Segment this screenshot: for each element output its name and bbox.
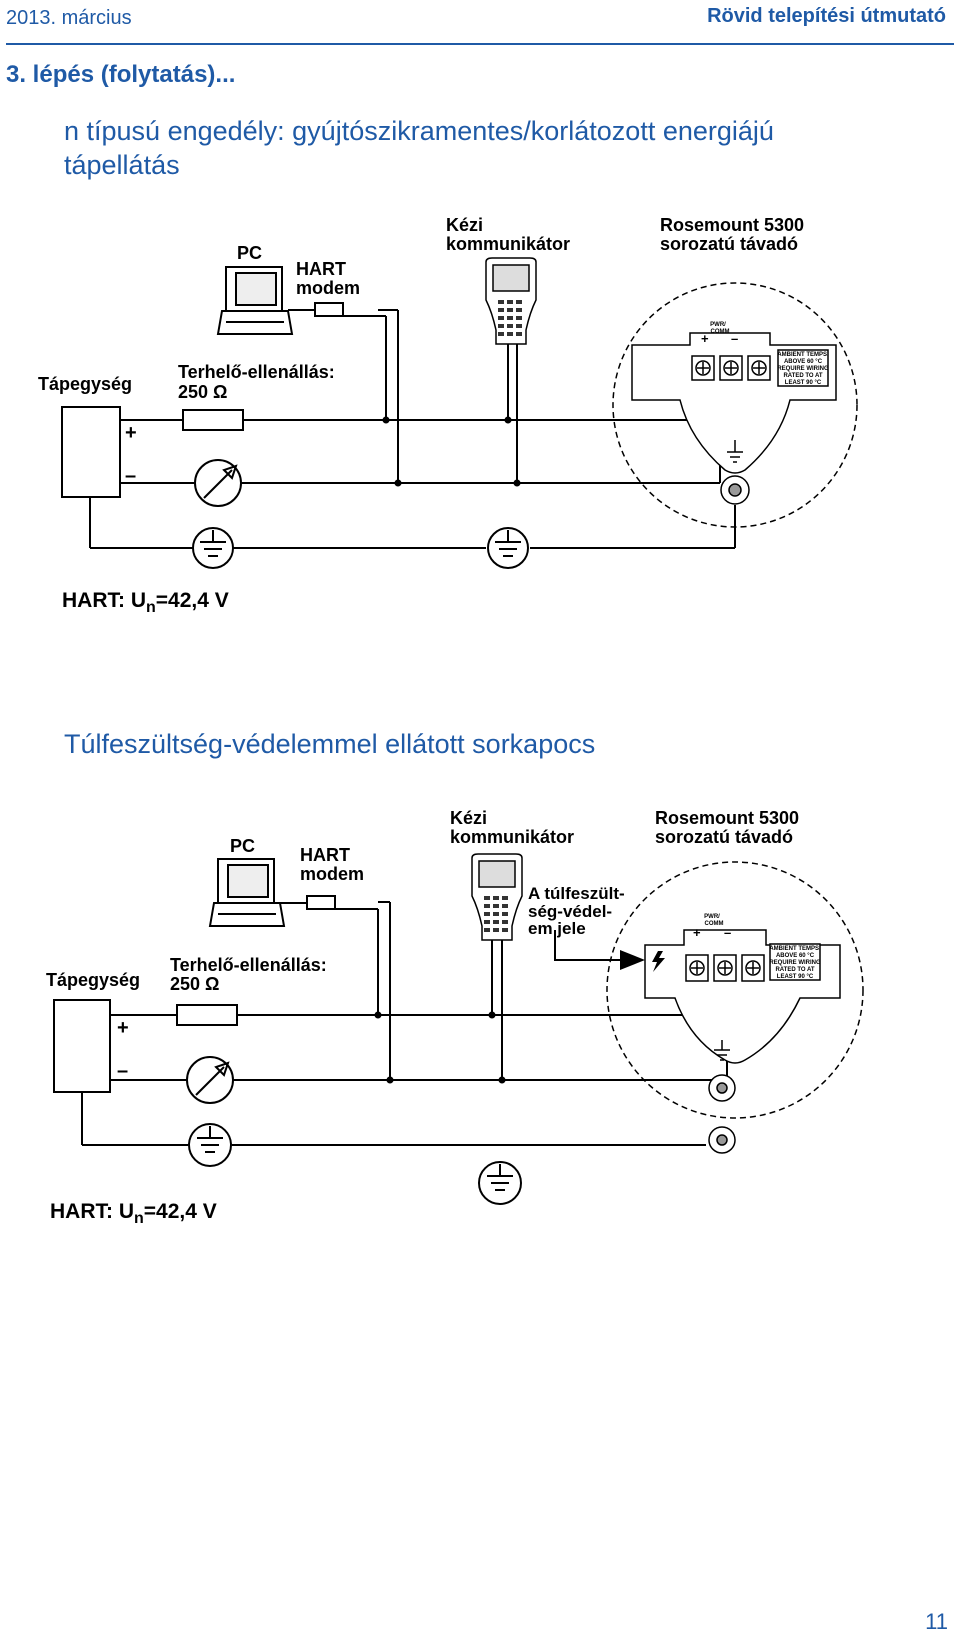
surge-label: A túlfeszült- (528, 884, 625, 903)
plus-terminal: + (125, 422, 137, 444)
warning-text: LEAST 90 °C (785, 380, 822, 386)
header-rule (6, 43, 954, 45)
plus-terminal: + (117, 1017, 129, 1039)
ground-icon (487, 527, 529, 569)
page-number: 11 (925, 1609, 948, 1634)
laptop-icon (216, 266, 294, 335)
communicator-label: Kézi (450, 808, 488, 828)
resistor-value: 250 Ω (178, 382, 228, 402)
pwr-label: PWR/ (704, 914, 720, 920)
warning-text: AMBIENT TEMPS. (769, 946, 821, 952)
transmitter-label-2: sorozatú távadó (660, 234, 799, 254)
ground-icon (188, 1123, 232, 1167)
power-supply-label: Tápegység (38, 374, 133, 394)
header-doc-title: Rövid telepítési útmutató (707, 5, 946, 27)
step-title: 3. lépés (folytatás)... (6, 61, 236, 88)
resistor-icon (182, 409, 244, 431)
power-supply-box (61, 406, 121, 498)
warning-text: REQUIRE WIRING (769, 960, 821, 966)
surge-label-3: em jele (528, 919, 586, 938)
ground-icon (478, 1161, 522, 1205)
hart-modem-icon (314, 302, 344, 317)
warning-text: AMBIENT TEMPS. (777, 352, 829, 358)
laptop-icon (208, 858, 286, 927)
resistor-label: Terhelő-ellenállás: (170, 955, 327, 975)
surge-label-2: ség-védel- (528, 902, 613, 921)
hart-voltage-1: HART: Un=42,4 V (62, 589, 229, 617)
comm-label: COMM (711, 329, 730, 335)
hart-voltage-2: HART: Un=42,4 V (50, 1200, 217, 1228)
pc-label: PC (237, 243, 263, 263)
ammeter-icon (186, 1056, 234, 1104)
terminal-block (631, 332, 837, 505)
power-supply-label: Tápegység (46, 970, 141, 990)
terminal-minus: – (731, 331, 738, 346)
hart-modem-label-2: modem (300, 864, 365, 884)
hart-modem-icon (306, 895, 336, 910)
transmitter-label: Rosemount 5300 (655, 808, 800, 828)
terminal-plus: + (693, 925, 701, 940)
ground-icon (192, 527, 234, 569)
terminal-minus: – (724, 925, 731, 940)
transmitter-housing (612, 282, 858, 528)
warning-text: RATED TO AT (775, 967, 814, 973)
section1-title-line1: n típusú engedély: gyújtószikramentes/ko… (64, 116, 774, 146)
terminal-block (644, 929, 841, 1154)
terminal-plus: + (701, 331, 709, 346)
section1-title-line2: tápellátás (64, 150, 180, 180)
hart-modem-label: HART (296, 259, 346, 279)
arrow-icon (620, 950, 645, 970)
minus-terminal: – (117, 1060, 129, 1082)
pc-label: PC (230, 836, 256, 856)
section2-title: Túlfeszültség-védelemmel ellátott sorkap… (64, 729, 596, 759)
lightning-icon (647, 950, 669, 972)
power-supply-box (53, 999, 111, 1093)
communicator-icon (471, 853, 523, 941)
warning-text: ABOVE 60 °C (784, 359, 823, 365)
communicator-icon (485, 257, 537, 345)
ammeter-icon (194, 459, 242, 507)
transmitter-housing (606, 861, 864, 1119)
warning-text: REQUIRE WIRING (777, 366, 829, 372)
hart-modem-label: HART (300, 845, 350, 865)
comm-label: COMM (705, 921, 724, 927)
transmitter-label: Rosemount 5300 (660, 215, 805, 235)
resistor-icon (176, 1004, 238, 1026)
communicator-label-2: kommunikátor (446, 234, 571, 254)
warning-text: RATED TO AT (783, 373, 822, 379)
pwr-label: PWR/ (710, 322, 726, 328)
warning-text: LEAST 90 °C (777, 974, 814, 980)
communicator-label-2: kommunikátor (450, 827, 575, 847)
hart-modem-label-2: modem (296, 278, 361, 298)
resistor-value: 250 Ω (170, 974, 220, 994)
minus-terminal: – (125, 465, 137, 487)
header-date: 2013. március (6, 7, 132, 29)
warning-text: ABOVE 60 °C (776, 953, 815, 959)
transmitter-label-2: sorozatú távadó (655, 827, 794, 847)
communicator-label: Kézi (446, 215, 484, 235)
resistor-label: Terhelő-ellenállás: (178, 362, 335, 382)
